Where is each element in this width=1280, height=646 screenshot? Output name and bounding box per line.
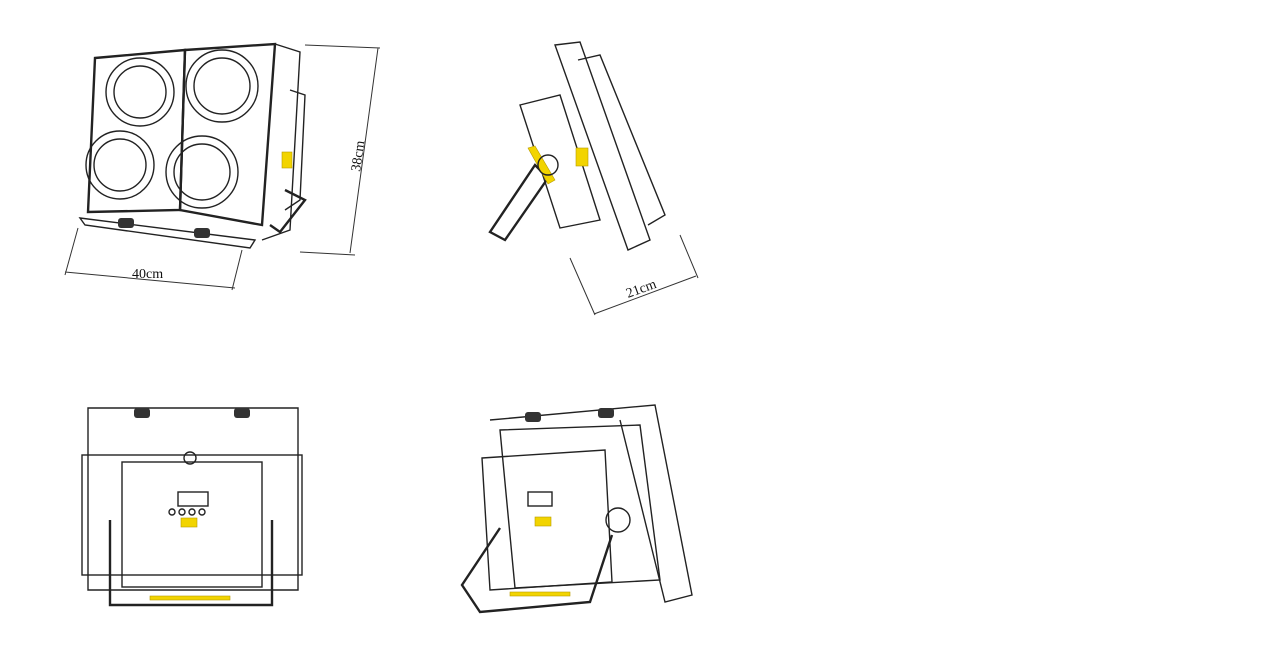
front-view: 40cm 38cm [64,42,381,291]
side-view: 21cm [488,41,699,316]
depth-label: 21cm [624,277,658,302]
rear-view [81,407,303,607]
logo [575,147,589,167]
logo [281,151,293,169]
knob [118,218,134,228]
knob [194,228,210,238]
rear-angle-view [460,404,693,614]
logo [180,517,198,528]
height-label: 38cm [349,140,368,173]
width-label: 40cm [132,267,163,282]
logo [534,516,552,527]
